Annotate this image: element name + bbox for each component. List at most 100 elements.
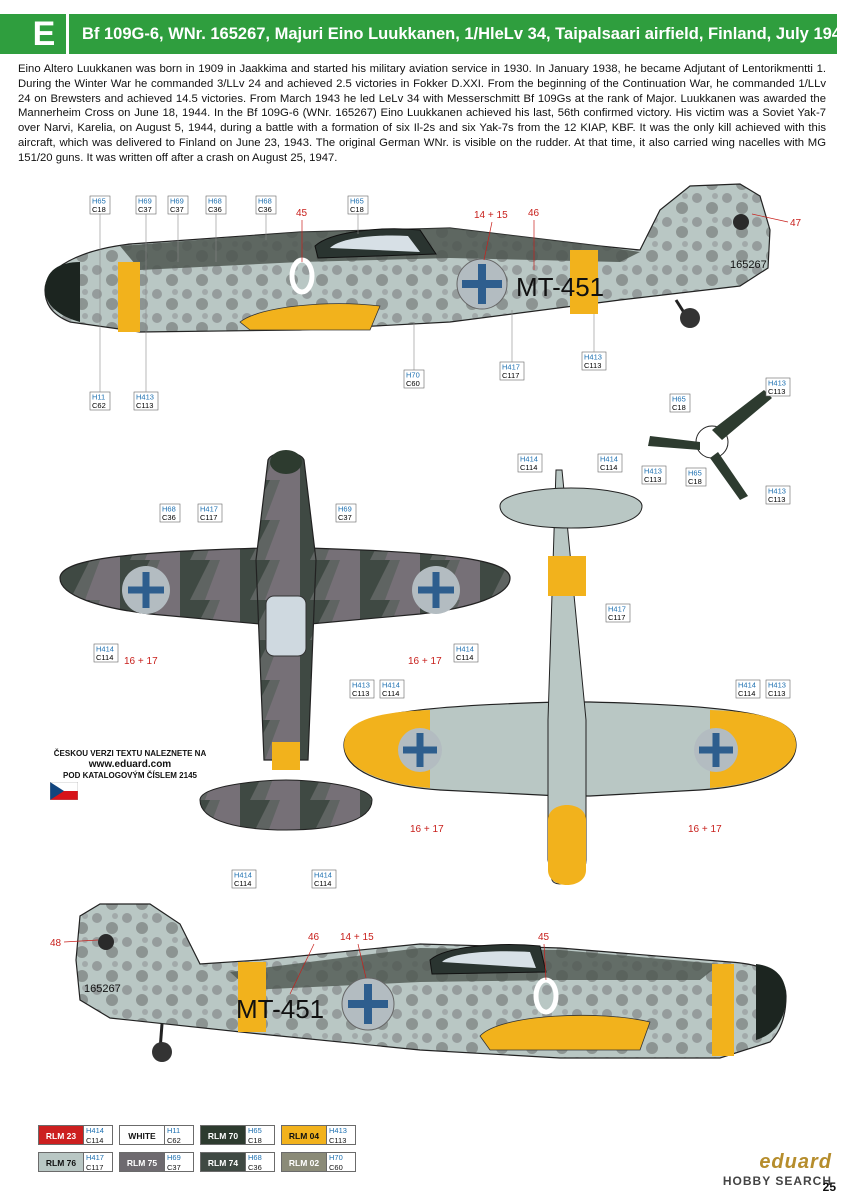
top-plan-view — [59, 450, 511, 831]
svg-text:C117: C117 — [502, 371, 519, 380]
svg-text:H413: H413 — [352, 681, 370, 690]
wnr-rudder-right: 165267 — [84, 983, 121, 995]
canopy-top — [265, 595, 307, 657]
spinner — [45, 262, 80, 322]
czech-url[interactable]: www.eduard.com — [88, 759, 172, 770]
profile-letter: E — [22, 14, 69, 54]
swastika-cross — [462, 264, 502, 304]
tailplane-underside — [499, 487, 643, 529]
swatch-c-code: C36 — [248, 1162, 262, 1172]
swatch-c-code: C117 — [86, 1162, 104, 1172]
svg-text:H70: H70 — [406, 371, 420, 380]
svg-text:H69: H69 — [338, 505, 352, 514]
callout-16-17-bottom-left: 16 + 17 — [410, 824, 444, 835]
swatch-name: RLM 75 — [119, 1152, 165, 1172]
svg-text:C62: C62 — [92, 401, 106, 410]
side-view-right: MT-451 165267 — [75, 903, 787, 1062]
swatch-h-code: H417 — [86, 1153, 104, 1162]
swatch-h-code: H65 — [248, 1126, 262, 1135]
tail-emblem-right — [98, 934, 114, 950]
swatch-h-code: H68 — [248, 1153, 262, 1162]
spinner-right — [756, 964, 786, 1040]
eduard-logo: eduard — [759, 1151, 832, 1173]
svg-text:H413: H413 — [644, 467, 662, 476]
svg-text:H417: H417 — [200, 505, 218, 514]
swatch-c-code: C37 — [167, 1162, 181, 1172]
svg-text:H414: H414 — [96, 645, 114, 654]
swatch-h-code: H69 — [167, 1153, 181, 1162]
tail-wheel-right — [152, 1042, 172, 1062]
callout-16-17-bottom-right: 16 + 17 — [688, 824, 722, 835]
profile-title: Bf 109G-6, WNr. 165267, Majuri Eino Luuk… — [82, 25, 848, 43]
side-view-left: MT-451 165267 — [44, 183, 771, 333]
svg-text:C37: C37 — [138, 205, 152, 214]
swatch-name: RLM 70 — [200, 1125, 246, 1145]
svg-text:H417: H417 — [502, 363, 520, 372]
svg-text:H68: H68 — [162, 505, 176, 514]
czech-flag-icon — [50, 782, 78, 800]
czech-line1: ČESKOU VERZI TEXTU NALEZNETE NA — [53, 749, 207, 758]
svg-text:C113: C113 — [768, 689, 785, 698]
callout-14-15-right: 14 + 15 — [340, 932, 374, 943]
svg-text:H68: H68 — [208, 197, 222, 206]
swatch-c-code: C60 — [329, 1162, 343, 1172]
svg-text:H414: H414 — [314, 871, 332, 880]
callouts-side-top: 45 14 + 15 46 47 — [296, 208, 802, 270]
svg-text:H413: H413 — [768, 681, 786, 690]
svg-text:H414: H414 — [738, 681, 756, 690]
swatch-h-code: H70 — [329, 1153, 343, 1162]
svg-text:H413: H413 — [768, 487, 786, 496]
svg-text:C114: C114 — [382, 689, 399, 698]
callouts-side-bottom: 48 46 14 + 15 45 — [50, 932, 550, 995]
bottom-plan-view — [343, 469, 797, 885]
swatch-name: WHITE — [119, 1125, 165, 1145]
fuselage-band-right — [238, 962, 266, 1032]
swatch-name: RLM 74 — [200, 1152, 246, 1172]
svg-text:C18: C18 — [688, 477, 702, 486]
svg-text:C114: C114 — [456, 653, 473, 662]
svg-text:C37: C37 — [170, 205, 184, 214]
fuselage-band — [570, 250, 598, 314]
svg-text:H414: H414 — [520, 455, 538, 464]
fuselage-code-right: MT-451 — [236, 994, 324, 1024]
svg-text:C117: C117 — [200, 513, 217, 522]
swatch-c-code: C114 — [86, 1135, 104, 1145]
canopy-glass-right — [442, 951, 536, 968]
swatch-name: RLM 04 — [281, 1125, 327, 1145]
wing-underside-yellow-right — [479, 1014, 651, 1051]
svg-text:H413: H413 — [768, 379, 786, 388]
svg-text:C60: C60 — [406, 379, 420, 388]
propeller-view — [648, 390, 772, 500]
svg-text:C113: C113 — [352, 689, 369, 698]
svg-text:C114: C114 — [314, 879, 331, 888]
swatch-c-code: C62 — [167, 1135, 181, 1145]
callout-16-17-right: 16 + 17 — [408, 656, 442, 667]
svg-text:C18: C18 — [92, 205, 106, 214]
nose-band-right — [712, 964, 734, 1056]
svg-text:C117: C117 — [608, 613, 625, 622]
svg-text:C114: C114 — [520, 463, 537, 472]
callout-46: 46 — [528, 208, 540, 219]
svg-text:H414: H414 — [600, 455, 618, 464]
svg-text:H414: H414 — [456, 645, 474, 654]
svg-text:H65: H65 — [92, 197, 106, 206]
description-text: Eino Altero Luukkanen was born in 1909 i… — [18, 62, 826, 166]
